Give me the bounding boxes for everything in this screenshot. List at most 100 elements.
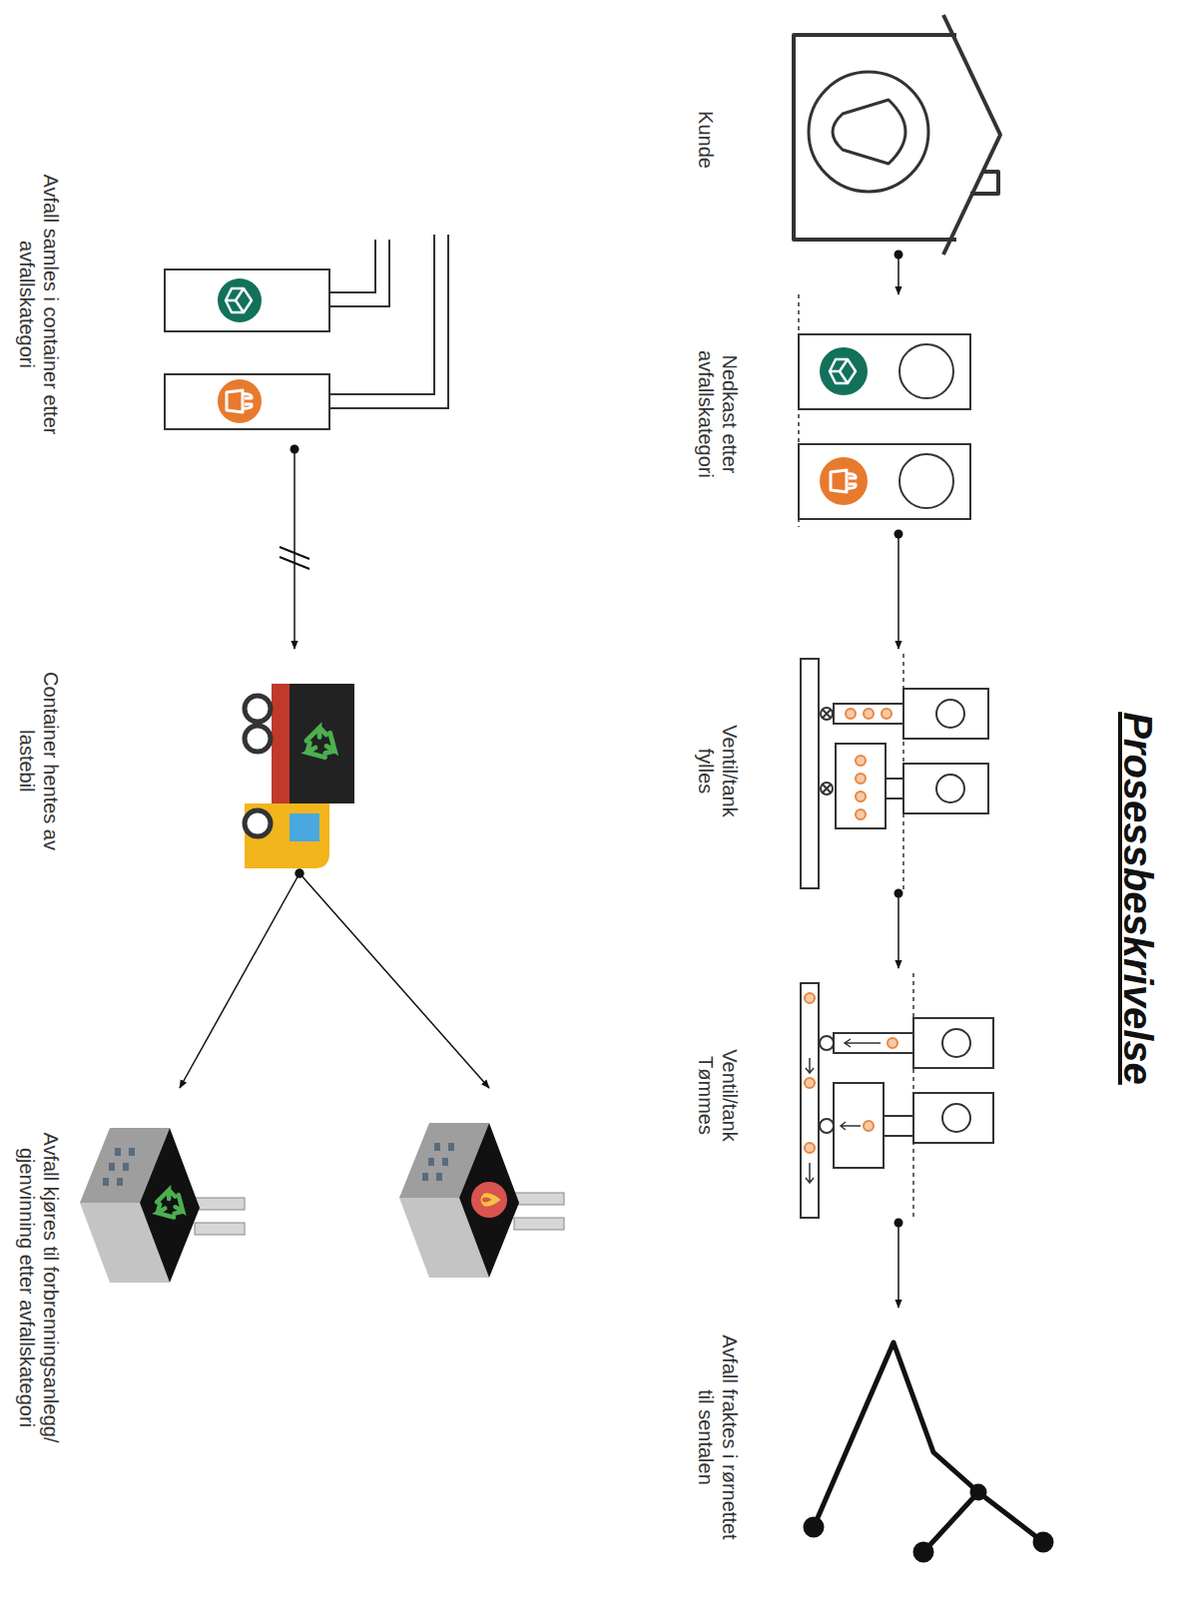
step-caption: Kunde xyxy=(693,79,718,200)
valve-empty xyxy=(833,1033,914,1054)
customer-house xyxy=(943,14,1001,255)
container-group xyxy=(217,278,262,323)
truck-icon xyxy=(244,695,271,722)
valve-empty xyxy=(942,1104,971,1133)
valve-fill xyxy=(902,653,905,891)
valve-empty xyxy=(833,1083,884,1169)
connector-line xyxy=(293,449,296,649)
flow-arrow xyxy=(290,445,300,650)
waste-inlet xyxy=(830,470,856,493)
customer-house xyxy=(832,99,906,164)
valve-fill xyxy=(822,709,831,718)
valve-empty xyxy=(844,1039,881,1048)
recycling-plant xyxy=(79,1128,245,1283)
pipe-network xyxy=(915,1544,932,1561)
container-group xyxy=(225,288,252,313)
waste-inlet xyxy=(899,344,954,399)
pipe-network xyxy=(805,1519,822,1536)
valve-empty xyxy=(804,1143,815,1154)
valve-empty xyxy=(883,1116,914,1137)
connector-line xyxy=(897,254,900,295)
valve-fill xyxy=(820,782,833,795)
valve-fill xyxy=(855,773,866,784)
caption-stack: Avfall kjøres til forbrenningsanlegg/ gj… xyxy=(14,1088,63,1488)
valve-empty xyxy=(942,1029,971,1058)
valve-empty xyxy=(819,1119,834,1134)
caption-stack: Ventil/tank fylles xyxy=(693,648,742,894)
valve-fill xyxy=(855,791,866,802)
valve-empty xyxy=(800,983,819,1218)
process-step: Ventil/tank fylles xyxy=(693,648,994,894)
process-step: Nedkast etter avfallskategori xyxy=(693,294,1004,535)
process-step: Container hentes av lastebil xyxy=(14,648,360,874)
container-group xyxy=(217,379,262,424)
incineration-plant xyxy=(399,1123,565,1278)
valve-empty xyxy=(912,973,915,1220)
recycling-plant xyxy=(154,1188,183,1221)
container-group xyxy=(164,234,442,570)
valve-empty xyxy=(819,1036,834,1051)
truck-icon xyxy=(244,803,330,869)
valve-empty xyxy=(805,1058,814,1184)
diagram-title: Prosessbeskrivelse xyxy=(1115,479,1161,1318)
valve-fill xyxy=(855,755,866,766)
truck-icon xyxy=(286,683,355,804)
truck-icon xyxy=(303,726,335,762)
customer-house xyxy=(808,71,929,192)
process-step: Avfall fraktes i rørnettet til sentalen xyxy=(693,1307,1054,1568)
valve-fill xyxy=(800,653,989,891)
valve-fill xyxy=(936,774,965,803)
valve-fill xyxy=(833,703,904,724)
container-group xyxy=(164,269,330,332)
valve-fill xyxy=(845,708,856,719)
truck-icon xyxy=(244,683,355,869)
valve-empty xyxy=(800,973,994,1220)
valve-empty xyxy=(840,1122,861,1131)
flow-arrow xyxy=(894,889,904,970)
customer-house xyxy=(970,171,999,194)
container-group xyxy=(329,234,442,402)
caption-stack: Avfall fraktes i rørnettet til sentalen xyxy=(693,1307,742,1568)
waste-inlet xyxy=(797,294,800,528)
valve-empty xyxy=(913,1093,994,1144)
container-group xyxy=(226,390,252,413)
customer-house xyxy=(793,14,1001,255)
step-caption: Nedkast etter avfallskategori xyxy=(693,324,742,505)
valve-empty xyxy=(887,1038,898,1049)
step-caption: Container hentes av lastebil xyxy=(14,668,63,854)
valve-fill xyxy=(835,743,886,829)
valve-empty xyxy=(804,993,815,1004)
valve-fill xyxy=(885,778,904,799)
caption-stack: Container hentes av lastebil xyxy=(14,648,63,874)
flow-arrow xyxy=(894,530,904,650)
recycling-plant xyxy=(79,1128,245,1283)
waste-inlet xyxy=(829,359,856,384)
process-step: Avfall kjøres til forbrenningsanlegg/ gj… xyxy=(14,1088,575,1488)
waste-inlet xyxy=(819,457,868,506)
waste-inlet xyxy=(899,454,954,509)
incineration-plant xyxy=(399,1123,565,1278)
valve-fill xyxy=(863,708,874,719)
caption-stack: Nedkast etter avfallskategori xyxy=(693,294,742,535)
waste-inlet xyxy=(798,294,971,528)
connector-dot xyxy=(894,889,904,899)
process-step: Ventil/tank Tømmes xyxy=(693,968,1004,1223)
connector-dot xyxy=(894,1218,904,1228)
step-caption: Avfall kjøres til forbrenningsanlegg/ gj… xyxy=(14,1093,63,1483)
valve-fill xyxy=(903,763,989,814)
customer-house xyxy=(793,34,957,240)
container-group xyxy=(329,234,442,402)
connector-dot xyxy=(295,869,305,879)
connector-line xyxy=(179,873,300,1089)
recycling-plant xyxy=(154,1188,183,1221)
process-step: Kunde xyxy=(693,24,1009,255)
truck-icon xyxy=(303,726,335,762)
waste-inlet xyxy=(798,334,971,410)
container-group xyxy=(164,374,330,430)
valve-fill xyxy=(855,809,866,820)
waste-inlet xyxy=(798,444,971,520)
caption-stack: Kunde xyxy=(693,24,718,255)
step-caption: Ventil/tank Tømmes xyxy=(693,1031,742,1162)
connector-dot xyxy=(894,250,904,260)
